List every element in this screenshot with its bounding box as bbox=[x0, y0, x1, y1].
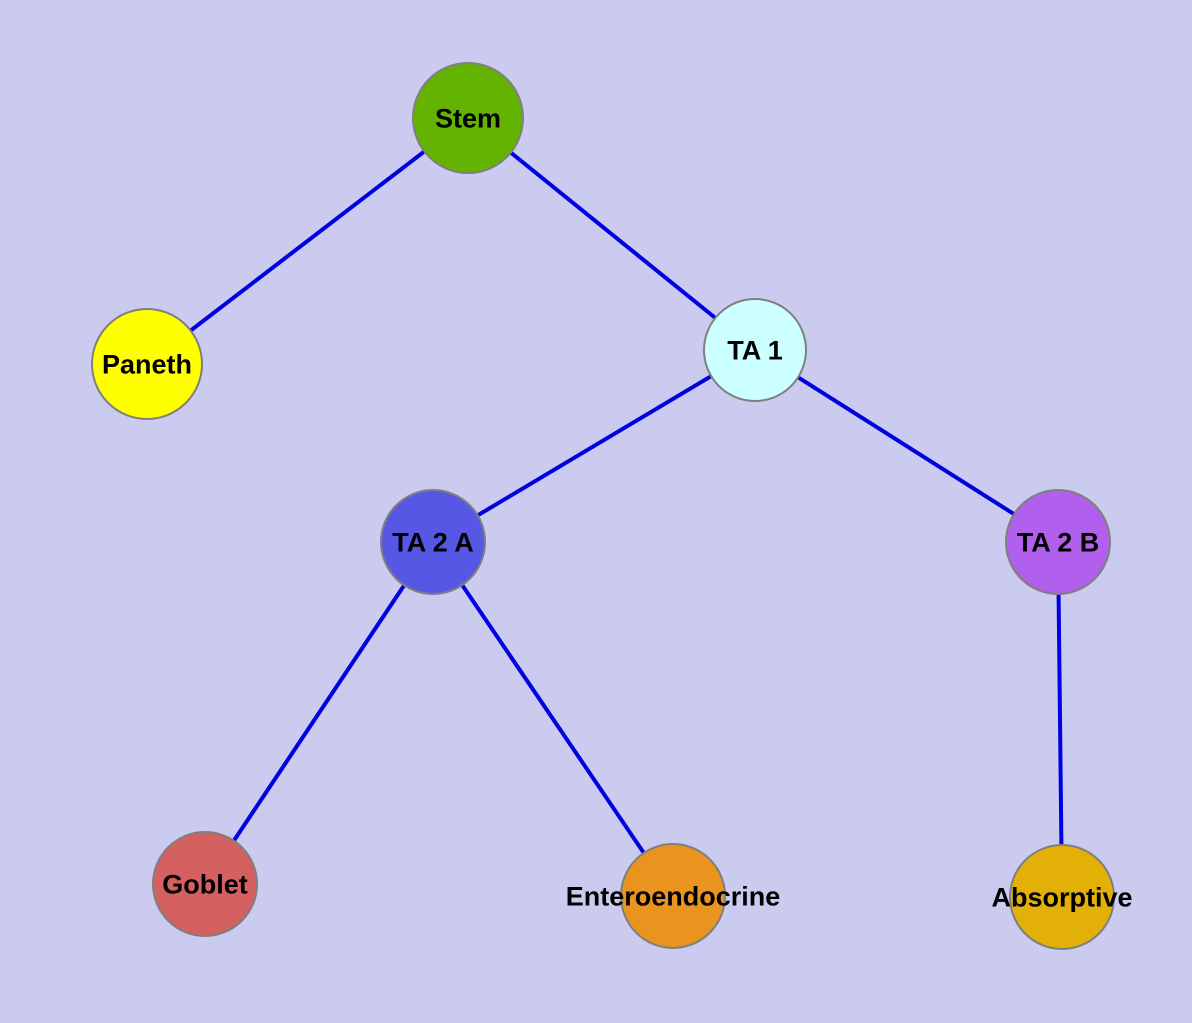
edge-ta1-ta2b bbox=[753, 348, 1060, 544]
edge-ta2a-enteroendocrine bbox=[431, 540, 675, 898]
node-enteroendocrine: Enteroendocrine bbox=[566, 843, 781, 949]
node-circle-ta2b bbox=[1005, 489, 1111, 595]
node-ta2a: TA 2 A bbox=[380, 489, 486, 595]
node-label-enteroendocrine: Enteroendocrine bbox=[566, 881, 781, 911]
node-circle-enteroendocrine bbox=[620, 843, 726, 949]
edge-stem-ta1 bbox=[466, 116, 757, 352]
node-goblet: Goblet bbox=[152, 831, 258, 937]
edge-ta1-ta2a bbox=[431, 348, 757, 544]
node-circle-paneth bbox=[91, 308, 203, 420]
node-circle-goblet bbox=[152, 831, 258, 937]
node-circle-stem bbox=[412, 62, 524, 174]
node-ta2b: TA 2 B bbox=[1005, 489, 1111, 595]
edge-ta2a-goblet bbox=[203, 540, 435, 886]
node-stem: Stem bbox=[412, 62, 524, 174]
node-label-ta2a: TA 2 A bbox=[392, 527, 474, 557]
node-absorptive: Absorptive bbox=[991, 844, 1133, 950]
node-circle-ta1 bbox=[703, 298, 807, 402]
node-label-ta2b: TA 2 B bbox=[1017, 527, 1100, 557]
node-label-ta1: TA 1 bbox=[727, 335, 783, 365]
node-label-stem: Stem bbox=[435, 103, 501, 133]
node-ta1: TA 1 bbox=[703, 298, 807, 402]
node-label-goblet: Goblet bbox=[162, 869, 248, 899]
node-circle-absorptive bbox=[1009, 844, 1115, 950]
edge-stem-paneth bbox=[145, 116, 470, 366]
node-circle-ta2a bbox=[380, 489, 486, 595]
node-label-paneth: Paneth bbox=[102, 349, 192, 379]
edge-ta2b-absorptive bbox=[1056, 541, 1064, 898]
node-paneth: Paneth bbox=[91, 308, 203, 420]
node-label-absorptive: Absorptive bbox=[991, 882, 1132, 912]
